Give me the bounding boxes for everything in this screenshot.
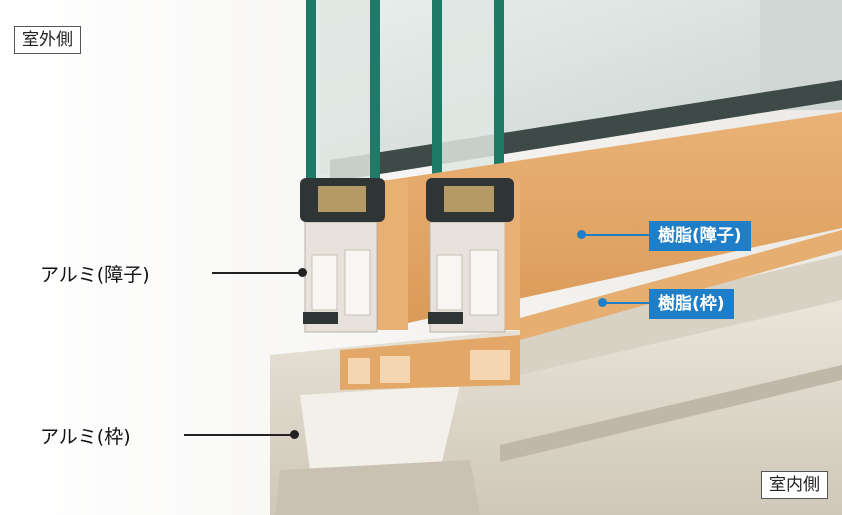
leader-line-aluminum-frame [184, 434, 294, 436]
leader-line-resin-sash [584, 234, 649, 236]
leader-line-aluminum-sash [212, 272, 302, 274]
resin-frame-chamber-2 [380, 356, 410, 383]
aluminum-sash-profiles [304, 180, 520, 333]
aluminum-frame-groove [500, 365, 842, 462]
indoor-side-label: 室内側 [761, 471, 828, 499]
aluminum-frame-channel [300, 385, 460, 470]
resin-frame-strip [520, 230, 842, 340]
callout-resin-frame: 樹脂(枠) [649, 289, 734, 319]
leader-dot-resin-sash [577, 230, 586, 239]
callout-aluminum-frame: アルミ(枠) [40, 426, 131, 448]
leader-dot-aluminum-frame [290, 430, 299, 439]
resin-frame-chamber-3 [470, 350, 510, 380]
glass-edges [306, 0, 504, 185]
callout-aluminum-sash: アルミ(障子) [40, 264, 150, 286]
callout-resin-sash: 樹脂(障子) [649, 221, 751, 251]
glazing-spacers [300, 178, 514, 324]
leader-dot-resin-frame [598, 298, 607, 307]
resin-frame-chamber-1 [348, 358, 370, 384]
outdoor-side-label: 室外側 [14, 26, 81, 54]
leader-line-resin-frame [605, 302, 649, 304]
aluminum-frame-base [275, 460, 480, 515]
leader-dot-aluminum-sash [298, 268, 307, 277]
